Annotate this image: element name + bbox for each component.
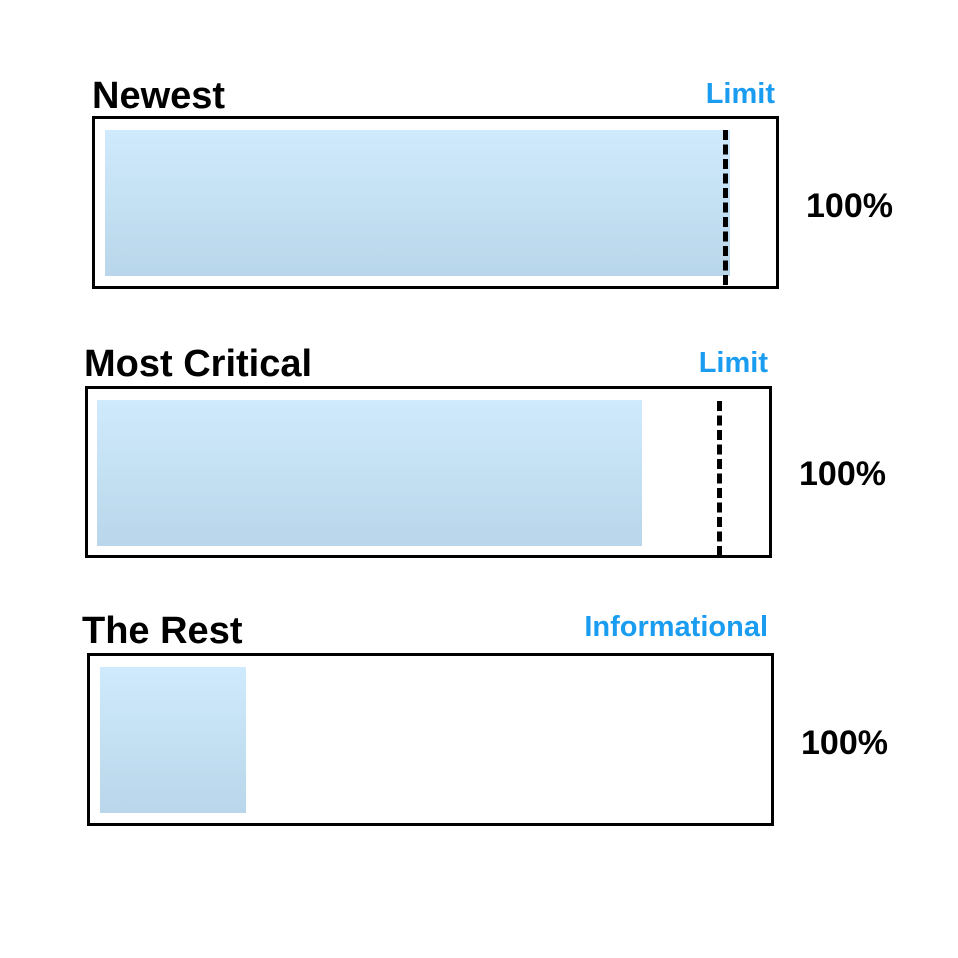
- limit-line-most-critical: [717, 401, 722, 556]
- bar-fill-the-rest: [100, 667, 246, 813]
- limit-line-newest: [723, 130, 728, 285]
- percent-label-newest: 100%: [806, 187, 893, 225]
- bar-container-the-rest: [87, 653, 774, 826]
- bar-container-most-critical: [85, 386, 772, 558]
- percent-label-the-rest: 100%: [801, 724, 888, 762]
- percent-label-most-critical: 100%: [799, 455, 886, 493]
- limit-label-most-critical: Limit: [698, 347, 768, 379]
- bar-container-newest: [92, 116, 779, 289]
- limit-label-newest: Limit: [705, 78, 775, 110]
- informational-label-the-rest: Informational: [584, 611, 768, 643]
- bar-fill-newest: [105, 130, 730, 276]
- bar-title-newest: Newest: [92, 75, 226, 117]
- bar-title-the-rest: The Rest: [82, 610, 243, 652]
- bar-fill-most-critical: [97, 400, 642, 546]
- bar-title-most-critical: Most Critical: [84, 343, 313, 385]
